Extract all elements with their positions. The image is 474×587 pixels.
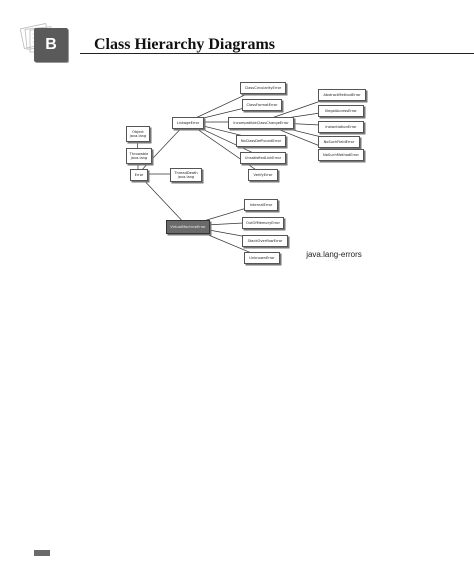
class-node-instantiationerror: InstantiationError	[318, 121, 364, 133]
class-node-outofmemoryerror: OutOfMemoryError	[242, 217, 284, 229]
class-node-classformaterror: ClassFormatError	[242, 99, 282, 111]
connector-error-virtualmachineerror	[137, 173, 188, 227]
class-node-label: UnsatisfiedLinkError	[244, 155, 282, 160]
class-node-error: Error	[130, 169, 148, 181]
class-node-incompatibleclasschangeerror: IncompatibleClassChangeError	[228, 117, 294, 129]
class-node-label: IncompatibleClassChangeError	[233, 120, 289, 125]
class-node-label: Object	[132, 129, 144, 134]
class-node-package: java.lang	[129, 134, 147, 138]
class-node-label: LinkageError	[176, 120, 200, 125]
class-node-label: VirtualMachineError	[170, 224, 206, 229]
class-node-abstractmethoderror: AbstractMethodError	[318, 89, 366, 101]
class-node-label: AbstractMethodError	[323, 92, 361, 97]
class-node-label: IllegalAccessError	[325, 108, 357, 113]
class-node-internalerror: InternalError	[244, 199, 278, 211]
class-node-label: NoSuchMethodError	[323, 152, 359, 157]
class-node-label: ThreadDeath	[174, 170, 198, 175]
class-node-package: java.lang	[177, 175, 195, 179]
class-node-label: ClassFormatError	[246, 102, 278, 107]
class-node-stackoverflowerror: StackOverflowError	[242, 235, 288, 247]
class-node-classcircularityerror: ClassCircularityError	[240, 82, 286, 94]
class-node-label: StackOverflowError	[247, 238, 283, 243]
class-node-label: NoSuchFieldError	[323, 139, 355, 144]
chapter-letter: B	[45, 36, 57, 53]
class-node-nosuchfielderror: NoSuchFieldError	[318, 136, 360, 148]
class-node-unsatisfiedlinkerror: UnsatisfiedLinkError	[240, 152, 286, 164]
class-node-label: Throwable	[129, 151, 149, 156]
class-node-label: VerifyError	[253, 172, 273, 177]
class-node-unknownerror: UnknownError	[244, 252, 280, 264]
class-node-virtualmachineerror: VirtualMachineError	[166, 220, 210, 234]
class-node-package: java.lang	[130, 156, 148, 160]
class-node-noclassdeffounderror: NoClassDefFoundError	[236, 135, 286, 147]
header-rule	[80, 53, 474, 54]
class-node-nosuchmethoderror: NoSuchMethodError	[318, 149, 364, 161]
page-number-box	[34, 550, 50, 556]
connector-error-linkageerror	[137, 121, 188, 175]
class-node-label: ClassCircularityError	[244, 85, 282, 90]
class-node-label: InstantiationError	[325, 124, 357, 129]
caption-subtext: ······ ········ ······	[325, 259, 343, 262]
class-node-label: UnknownError	[249, 255, 275, 260]
class-node-label: Error	[134, 172, 144, 177]
page-title: Class Hierarchy Diagrams	[94, 36, 276, 53]
class-node-label: OutOfMemoryError	[246, 220, 280, 225]
chapter-badge: B	[34, 28, 68, 62]
class-node-label: NoClassDefFoundError	[240, 138, 282, 143]
class-node-label: InternalError	[249, 202, 273, 207]
class-node-linkageerror: LinkageError	[172, 117, 204, 129]
class-node-illegalaccesserror: IllegalAccessError	[318, 105, 364, 117]
caption-title: java.lang-errors	[306, 250, 362, 259]
diagram-caption: java.lang-errors ······ ········ ······	[303, 250, 365, 262]
class-node-verifyerror: VerifyError	[248, 169, 278, 181]
connector-linkageerror-verifyerror	[186, 121, 263, 175]
